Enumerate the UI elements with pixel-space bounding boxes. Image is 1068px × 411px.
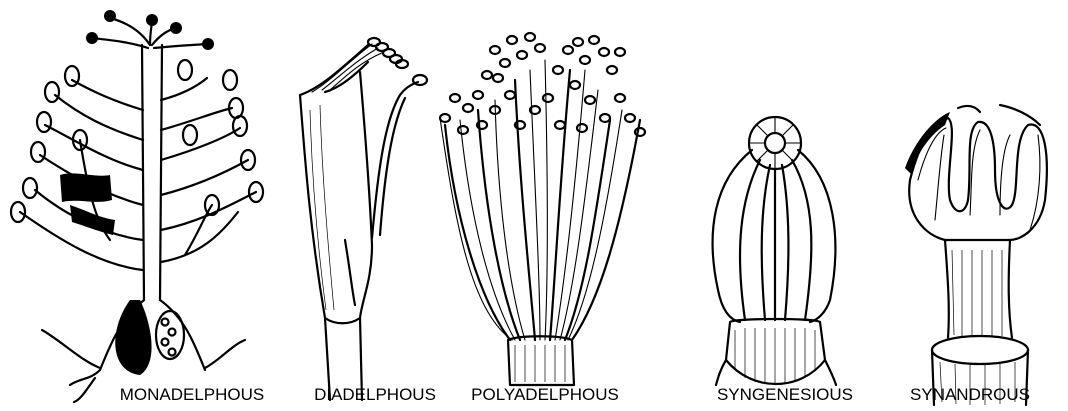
synandrous-illustration (905, 105, 1047, 405)
polyadelphous-illustration (440, 33, 645, 385)
label-monadelphous: MONADELPHOUS (82, 382, 302, 408)
label-syngenesious: SYNGENESIOUS (690, 382, 880, 408)
label-polyadelphous: POLYADELPHOUS (435, 382, 655, 408)
diadelphous-illustration (300, 38, 427, 400)
syngenesious-illustration (713, 117, 836, 385)
label-synandrous: SYNANDROUS (880, 382, 1060, 408)
monadelphous-illustration (11, 10, 263, 402)
